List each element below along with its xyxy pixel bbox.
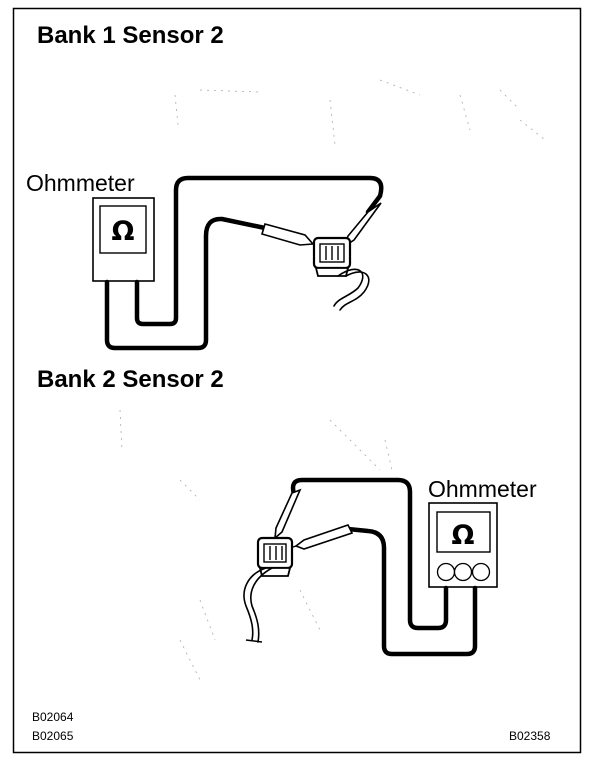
panel-bank1: Bank 1 Sensor 2 Ohmmeter Ω [26,22,384,351]
sensor-harness-bank2 [243,567,273,643]
ohm-symbol-icon: Ω [452,520,475,551]
figure-frame [12,7,582,754]
meter-dial-left [436,562,456,582]
ohmmeter-display [436,511,491,553]
ohmmeter-label-bank1: Ohmmeter [26,170,135,196]
figure-code-left-2: B02065 [32,729,74,743]
harness-end-bank2 [245,639,263,643]
ohmmeter-bank1: Ω [92,197,155,282]
test-lead-a-bank2 [290,477,449,631]
test-lead-a-bank1 [134,175,384,327]
ohm-symbol-icon: Ω [112,216,135,247]
panel-bank2: Bank 2 Sensor 2 Ohmmeter Ω [37,366,537,657]
sensor-connector-bank2 [256,536,294,577]
test-lead-b-bank1 [104,216,268,351]
sensor-harness-bank1 [333,268,370,311]
ohmmeter-bank2: Ω [428,502,498,588]
meter-dial-center [453,562,473,582]
figure-code-left-1: B02064 [32,710,74,724]
probe-b-bank2 [286,524,354,550]
sensor-connector-bank1 [312,236,352,277]
panel-title-bank1: Bank 1 Sensor 2 [37,22,224,49]
scan-noise [119,79,546,681]
figure-code-right: B02358 [509,729,551,743]
panel-title-bank2: Bank 2 Sensor 2 [37,366,224,393]
ohmmeter-display [99,205,147,254]
test-lead-b-bank2 [345,526,478,657]
ohmmeter-label-bank2: Ohmmeter [428,476,537,502]
meter-dial-right [471,562,491,582]
